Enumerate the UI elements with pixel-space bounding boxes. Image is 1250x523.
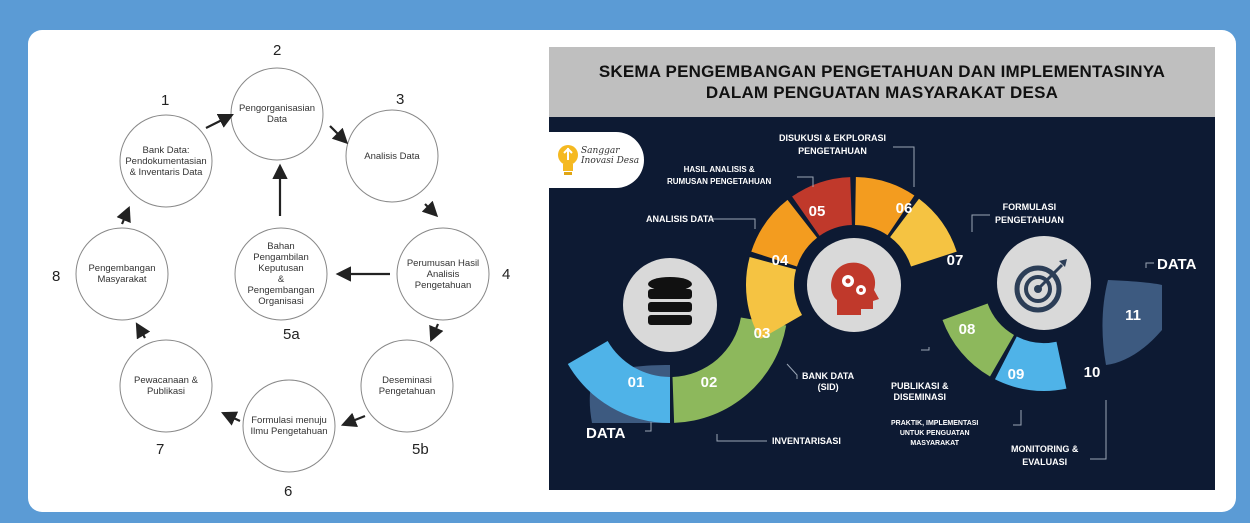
segment-07 bbox=[855, 177, 915, 236]
segment-03 bbox=[672, 317, 787, 423]
segment-number-01: 01 bbox=[628, 374, 645, 391]
label-praktik: PRAKTIK, IMPLEMENTASI UNTUK PENGUATAN MA… bbox=[891, 420, 979, 447]
infographic-title: SKEMA PENGEMBANGAN PENGETAHUAN DAN IMPLE… bbox=[549, 47, 1215, 117]
segment-number-11: 11 bbox=[1125, 307, 1141, 324]
segment-number-10: 10 bbox=[1084, 364, 1101, 381]
cycle-diagram: Bank Data: Pendokumentasian & Inventaris… bbox=[40, 36, 535, 506]
segment-number-08: 08 bbox=[959, 321, 976, 338]
target-icon bbox=[997, 236, 1091, 330]
segment-number-02: 02 bbox=[701, 374, 718, 391]
cycle-node-text: Formulasi menuju Ilmu Pengetahuan bbox=[250, 415, 328, 437]
cycle-circle-7 bbox=[119, 339, 213, 433]
cycle-number: 3 bbox=[396, 91, 405, 108]
label-data-left: DATA bbox=[586, 425, 626, 442]
cycle-circle-3 bbox=[345, 109, 439, 203]
label-publikasi: PUBLIKASI & DISEMINASI bbox=[891, 381, 949, 402]
cycle-node-text: Deseminasi Pengetahuan bbox=[378, 375, 436, 397]
cycle-node-text: Bahan Pengambilan Keputusan & Pengembang… bbox=[247, 241, 315, 307]
cycle-number: 5a bbox=[283, 326, 300, 343]
logo-badge: Sanggar Inovasi Desa bbox=[549, 132, 644, 188]
segment-06 bbox=[792, 177, 852, 236]
segment-number-03: 03 bbox=[754, 325, 771, 342]
label-bank-data: BANK DATA (SID) bbox=[802, 371, 855, 392]
label-formulasi: FORMULASI PENGETAHUAN bbox=[995, 202, 1064, 225]
segment-05 bbox=[751, 199, 818, 267]
label-diskusi: DISUKUSI & EKPLORASI PENGETAHUAN bbox=[779, 133, 887, 156]
cycle-circle-5a bbox=[234, 227, 328, 321]
logo-text: Sanggar Inovasi Desa bbox=[581, 146, 640, 166]
segment-11 bbox=[1102, 280, 1162, 365]
cycle-node-text: Pewacanaan & Publikasi bbox=[134, 375, 198, 397]
cycle-node-text: Pengorganisasian Data bbox=[238, 103, 316, 125]
cycle-circle-4 bbox=[396, 227, 490, 321]
segment-number-05: 05 bbox=[809, 203, 826, 220]
cycle-number: 4 bbox=[502, 266, 511, 283]
segment-number-07: 07 bbox=[947, 252, 964, 269]
cycle-node-text: Analisis Data bbox=[364, 150, 420, 162]
cycle-circle-6 bbox=[242, 379, 336, 473]
segment-arc: 01 02 03 04 05 06 07 08 09 10 11 bbox=[567, 146, 1162, 460]
cycle-number: 2 bbox=[273, 42, 282, 59]
cycle-node-text: Pengembangan Masyarakat bbox=[88, 263, 156, 285]
label-inventarisasi: INVENTARISASI bbox=[772, 436, 841, 446]
cycle-circle-2 bbox=[230, 67, 324, 161]
cycle-number: 8 bbox=[52, 268, 61, 285]
cycle-number: 7 bbox=[156, 441, 165, 458]
head-gears-icon bbox=[807, 238, 901, 332]
cycle-node-text: Perumusan Hasil Analisis Pengetahuan bbox=[406, 257, 480, 291]
segment-08 bbox=[890, 198, 957, 267]
cycle-number: 5b bbox=[412, 441, 429, 458]
cycle-number: 6 bbox=[284, 483, 293, 500]
database-icon bbox=[623, 258, 717, 352]
cycle-lines bbox=[75, 67, 490, 473]
label-monitoring: MONITORING & EVALUASI bbox=[1011, 444, 1079, 467]
cycle-circle-1 bbox=[119, 114, 213, 208]
title-line-1: SKEMA PENGEMBANGAN PENGETAHUAN DAN IMPLE… bbox=[598, 62, 1166, 81]
cycle-circle-8 bbox=[75, 227, 169, 321]
segment-02 bbox=[567, 341, 670, 423]
segment-number-09: 09 bbox=[1008, 366, 1025, 383]
lightbulb-icon bbox=[558, 145, 578, 175]
label-data-right: DATA bbox=[1157, 256, 1197, 273]
label-analisis-data: ANALISIS DATA bbox=[646, 214, 715, 224]
segment-04 bbox=[746, 257, 803, 339]
infographic-panel: SKEMA PENGEMBANGAN PENGETAHUAN DAN IMPLE… bbox=[549, 47, 1215, 490]
title-line-2: DALAM PENGUATAN MASYARAKAT DESA bbox=[705, 83, 1059, 102]
cycle-circle-5b bbox=[360, 339, 454, 433]
label-hasil-analisis: HASIL ANALISIS & RUMUSAN PENGETAHUAN bbox=[667, 165, 772, 186]
segment-09 bbox=[942, 303, 1014, 377]
segment-number-04: 04 bbox=[772, 252, 789, 269]
segment-10 bbox=[994, 336, 1067, 391]
cycle-number: 1 bbox=[161, 92, 170, 109]
cycle-node-text: Bank Data: Pendokumentasian & Inventaris… bbox=[125, 144, 207, 178]
segment-number-06: 06 bbox=[896, 200, 913, 217]
